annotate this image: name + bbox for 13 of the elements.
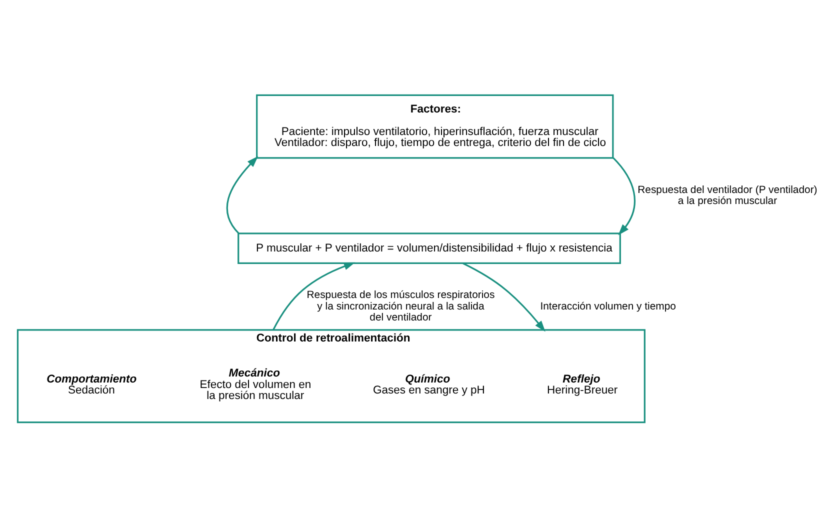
node-text: Comportamiento Sedación [46,373,137,397]
arrow [226,156,258,234]
arrow [612,157,636,236]
node-box: Factores: Paciente: impulso ventilatorio, hiperinsuflación, fuerza muscular Ventilador: disparo, flujo, tiempo de entrega, criterio del fin de ciclo [256,94,614,159]
edge-label: Respuesta de los músculos respiratorios y la sincronización neural a la salida del ventilador [306,290,495,324]
node-text: Químico Gases en sangre y pH [373,373,485,397]
edge-label: Interacción volumen y tiempo [540,301,676,312]
edge-label: Respuesta del ventilador (P ventilador) a la presión muscular [638,184,818,208]
arrow [462,262,546,332]
arrow [272,262,356,330]
node-text: Reflejo Hering-Breuer [547,373,618,397]
node-text: Mecánico Efecto del volumen en la presión muscular [200,368,312,402]
node-box: P muscular + P ventilador = volumen/distensibilidad + flujo x resistencia [238,232,621,264]
